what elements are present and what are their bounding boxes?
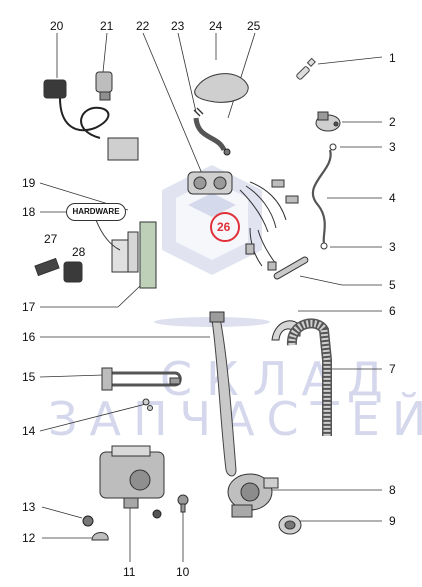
- callout-1: 1: [389, 51, 396, 65]
- callout-9: 9: [389, 514, 396, 528]
- callout-17: 17: [22, 300, 36, 314]
- callout-2: 2: [389, 115, 396, 129]
- callout-12: 12: [22, 531, 36, 545]
- callout-19: 19: [22, 176, 36, 190]
- callout-18: 18: [22, 205, 36, 219]
- highlight-circle: [210, 212, 240, 242]
- callout-26: 26: [217, 220, 231, 234]
- callout-22: 22: [136, 19, 150, 33]
- callout-15: 15: [22, 370, 36, 384]
- callout-16: 16: [22, 330, 36, 344]
- callout-27: 27: [44, 232, 58, 246]
- callout-8: 8: [389, 483, 396, 497]
- callout-23: 23: [171, 19, 185, 33]
- callout-4: 4: [389, 191, 396, 205]
- callout-3-upper: 3: [389, 140, 396, 154]
- callout-6: 6: [389, 304, 396, 318]
- callout-28: 28: [72, 245, 86, 259]
- callout-10: 10: [176, 565, 190, 579]
- watermark-text-line2: ЗАПЧАСТЕЙ: [48, 392, 422, 446]
- callout-7: 7: [389, 362, 396, 376]
- callout-14: 14: [22, 424, 36, 438]
- callout-11: 11: [123, 565, 136, 579]
- callout-24: 24: [209, 19, 223, 33]
- callout-20: 20: [50, 19, 64, 33]
- callout-13: 13: [22, 500, 36, 514]
- hardware-label: HARDWARE: [66, 203, 126, 221]
- callout-21: 21: [100, 19, 114, 33]
- callout-5: 5: [389, 278, 396, 292]
- watermark-text-line1: СКЛАД: [160, 352, 397, 406]
- callout-25: 25: [247, 19, 261, 33]
- callout-3-lower: 3: [389, 240, 396, 254]
